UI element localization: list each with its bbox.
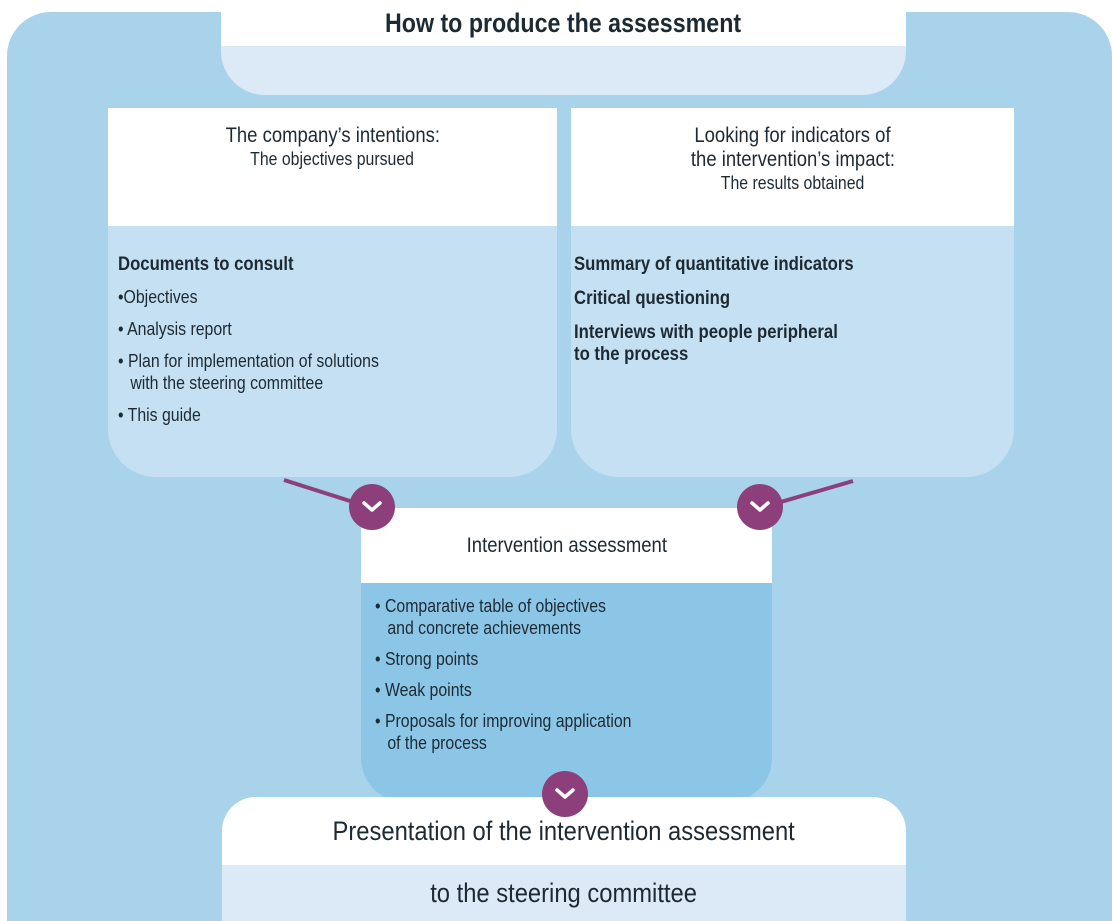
indicators-heading-line-2: the intervention’s impact: <box>690 148 895 171</box>
intentions-subheading: The objectives pursued <box>250 149 415 169</box>
indicator-point: Critical questioning <box>574 288 731 309</box>
documents-section-title: Documents to consult <box>118 254 294 275</box>
page-title: How to produce the assessment <box>385 7 742 38</box>
chevron-down-icon <box>737 484 783 530</box>
intentions-card: The company’s intentions: The objectives… <box>108 108 557 477</box>
assessment-heading: Intervention assessment <box>466 533 667 557</box>
assessment-card: Intervention assessment • Comparative ta… <box>361 508 772 802</box>
presentation-card: Presentation of the intervention assessm… <box>222 797 906 921</box>
intentions-card-header: The company’s intentions: The objectives… <box>108 108 557 226</box>
list-item: • Weak points <box>375 680 472 700</box>
list-item: • Analysis report <box>118 319 232 339</box>
chevron-down-icon <box>542 771 588 817</box>
presentation-line-1: Presentation of the intervention assessm… <box>332 815 796 846</box>
indicators-card: Looking for indicators of the interventi… <box>571 108 1014 477</box>
list-item: • Strong points <box>375 649 479 669</box>
indicators-card-header: Looking for indicators of the interventi… <box>571 108 1014 226</box>
header-banner: How to produce the assessment <box>221 0 906 95</box>
presentation-line-2: to the steering committee <box>430 877 698 908</box>
indicators-heading-line-1: Looking for indicators of <box>694 124 891 147</box>
intentions-heading: The company’s intentions: <box>225 124 440 147</box>
list-item: • This guide <box>118 405 201 425</box>
assessment-card-header: Intervention assessment <box>361 508 772 583</box>
list-item: •Objectives <box>118 287 198 307</box>
indicator-point: Summary of quantitative indicators <box>574 254 854 275</box>
indicators-subheading: The results obtained <box>720 173 865 193</box>
chevron-down-icon <box>349 484 395 530</box>
